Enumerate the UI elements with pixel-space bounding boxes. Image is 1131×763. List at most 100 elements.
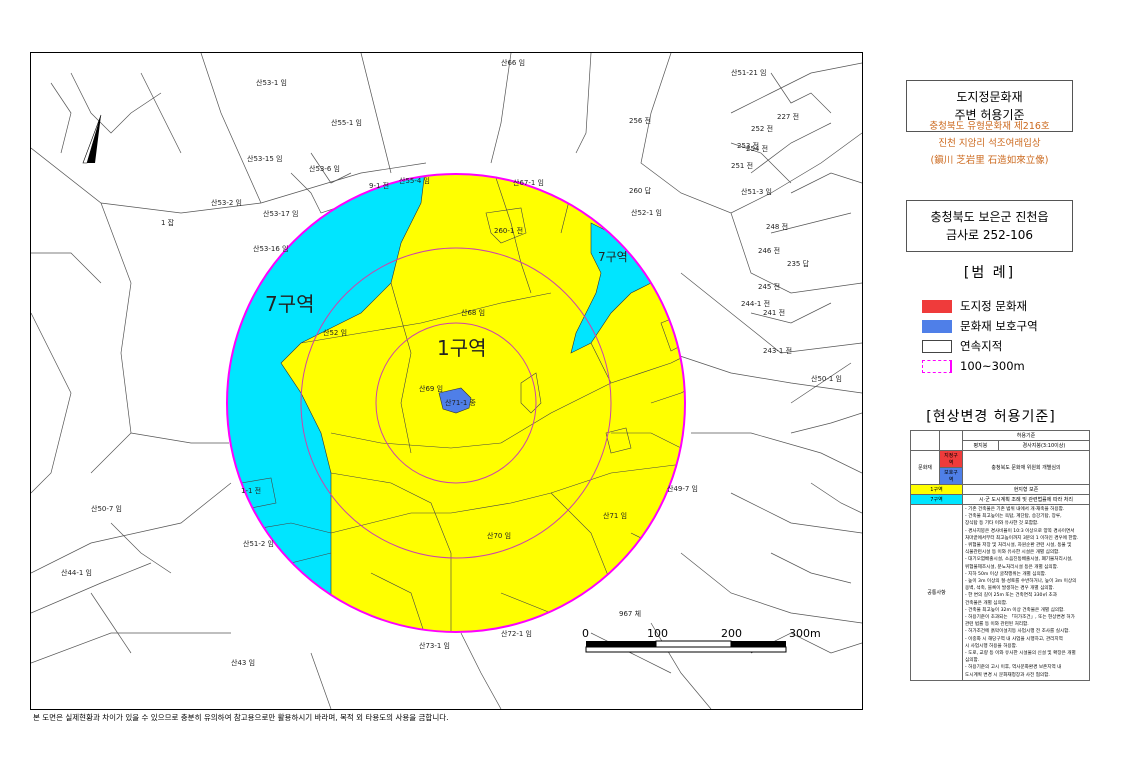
- parcel-label: 243-1 전: [763, 346, 792, 355]
- rules-header: 허용기준: [962, 430, 1090, 441]
- parcel-label: 235 답: [787, 259, 810, 268]
- note-line: - 건축물 최고높이 32m 이상 건축물은 개별 심의함.: [965, 607, 1065, 613]
- parcel-label: 산67-1 임: [513, 178, 544, 187]
- heritage-line-2: 진천 지암리 석조여래입상: [938, 138, 1041, 149]
- parcel-label: 254 전: [746, 144, 768, 153]
- ring-300m: [226, 173, 686, 633]
- parcel-label: 산55-4 임: [399, 176, 430, 185]
- heritage-line-1: 충청북도 유형문화재 제216호: [929, 121, 1050, 132]
- parcel-label: 260 답: [629, 186, 652, 195]
- note-line: - 높이 3m 이상의 절·성토를 수반하거나, 높이 3m 이상의: [965, 579, 1077, 585]
- address-line-1: 충청북도 보은군 진천읍: [930, 210, 1049, 224]
- scale-label-200: 200: [721, 627, 742, 640]
- row-heritage: 문화재: [910, 450, 940, 485]
- parcel-label: 산51-2 임: [243, 539, 274, 548]
- parcel-label: 1-1 전: [241, 486, 261, 495]
- legend-swatch-red: [922, 299, 952, 313]
- legend-item-cadastral: 연속지적: [922, 338, 1002, 354]
- rules-table: 허용기준 평지붕 경사지붕(3:10이상) 문화재 지정구역 충청북도 문화재 …: [910, 430, 1091, 681]
- ring-100m: [375, 322, 537, 484]
- legend-label: 도지정 문화재: [960, 299, 1028, 313]
- parcel-label: 산53-2 임: [211, 198, 242, 207]
- note-line: - 대기오염배출시설, 소음진동배출시설, 폐기물처리시설,: [965, 557, 1073, 563]
- north-arrow-icon: [82, 114, 102, 164]
- note-line: - 허가조건에 흙막이설치등 사업시행 전 조사를 실시함.: [965, 629, 1070, 635]
- note-line: - 위험물 저장 및 처리시설, 자원순환 관련 시설, 동물 및: [965, 543, 1072, 549]
- note-line: - 건축물 최고높이는 옥탑, 계단탑, 승강기탑, 장루,: [965, 514, 1062, 520]
- ring-200m: [300, 247, 612, 559]
- note-line: 관련 법률 등 이와 관련된 처리함.: [965, 622, 1029, 628]
- designated-heritage-site: [438, 387, 472, 414]
- note-line: - 허용기준이 초과되는 「허가조건」, 또는 현상변경 허가: [965, 615, 1075, 621]
- zone7-west-label: 7구역: [265, 292, 315, 316]
- address-box: 충청북도 보은군 진천읍 금사로 252-106: [906, 200, 1073, 252]
- note-line: 식물관련시설 등 이와 유사한 시설은 개별 심의함.: [965, 550, 1060, 556]
- note-line: - 도로, 교량 등 이와 유사한 시설물의 신설 및 확장은 개별: [965, 651, 1076, 657]
- parcel-label: 산66 임: [501, 58, 525, 67]
- note-line: 도시계획 변경 시 문화재청장과 사전 협의함.: [965, 672, 1050, 678]
- zone7-rule: 시·군 도시계획 조례 및 관련법률에 따라 처리: [962, 494, 1090, 505]
- parcel-label: 산55-1 임: [331, 118, 362, 127]
- cadastral-lines: [31, 53, 862, 709]
- note-line: 장식탑 등 기타 이와 유사한 것 포함함.: [965, 521, 1039, 527]
- legend-title: [범 례]: [963, 265, 1016, 281]
- disclaimer-text: 본 도면은 실제현황과 차이가 있을 수 있으므로 충분히 유의하여 참고용으로…: [33, 713, 449, 722]
- heritage-rule: 충청북도 문화재 위원회 개별심의: [962, 450, 1090, 485]
- title-line-1: 도지정문화재: [956, 90, 1023, 104]
- parcel-label: 산51-3 임: [741, 187, 772, 196]
- zone7-east-label: 7구역: [598, 250, 628, 264]
- parcel-label: 산53-16 임: [253, 244, 288, 253]
- parcel-label: 245 전: [758, 282, 780, 291]
- parcel-label: 산53-17 임: [263, 209, 298, 218]
- legend-item-protect: 문화재 보호구역: [922, 318, 1038, 334]
- legend-item-ring: 100~300m: [922, 358, 1025, 374]
- parcel-label: 260-1 전: [494, 226, 523, 235]
- site-label: 산71-1 종: [445, 398, 477, 407]
- legend-swatch-white: [922, 339, 952, 353]
- scale-label-0: 0: [582, 627, 589, 640]
- parcel-label: 산68 임: [461, 308, 485, 317]
- parcel-label: 산69 임: [419, 384, 443, 393]
- parcel-label: 산49-7 임: [667, 484, 698, 493]
- parcel-label: 1 잡: [161, 218, 175, 227]
- parcel-label: 241 전: [763, 308, 785, 317]
- note-line: 건축물은 개별 심의함.: [965, 600, 1008, 606]
- parcel-label: 967 체: [619, 610, 641, 618]
- note-line: - 지하 50m 이상 굴착행위는 개별 심의함.: [965, 571, 1047, 577]
- address-line-2: 금사로 252-106: [945, 228, 1034, 242]
- parcel-label: 산50-7 임: [91, 504, 122, 513]
- parcel-label: 산72-1 임: [501, 629, 532, 638]
- legend-swatch-ring: [922, 359, 952, 373]
- parcel-label: 산52-1 임: [631, 208, 662, 217]
- parcel-label: 산53-15 임: [247, 154, 282, 163]
- common-notes: - 기존 건축물은 기존 범위 내에서 개·재축을 허용함.- 건축물 최고높이…: [962, 504, 1090, 681]
- parcel-label: 산50-1 임: [811, 374, 842, 383]
- note-line: - 경사지붕은 경사비율이 10:3 이상으로 양쪽 경사이면서: [965, 528, 1075, 534]
- note-line: 시 사업시행 허용을 허용함.: [965, 643, 1018, 649]
- common-label: 공통사항: [910, 504, 963, 681]
- parcel-label: 산73-1 임: [419, 641, 450, 650]
- parcel-label: 9-1 전: [369, 181, 389, 190]
- note-line: 옹벽, 석축, 블록이 발생하는 경우 개별 심의함.: [965, 586, 1055, 592]
- parcel-label: 산44-1 임: [61, 568, 92, 577]
- col-slope: 경사지붕(3:10이상): [997, 440, 1091, 451]
- parcel-label: 산43 임: [231, 658, 255, 667]
- parcel-label: 251 전: [731, 161, 753, 170]
- parcel-label: 산53-1 임: [256, 78, 287, 87]
- parcel-label: 산70 임: [487, 531, 511, 540]
- title-line-2: 주변 허용기준: [954, 108, 1025, 122]
- legend-label: 연속지적: [960, 339, 1003, 353]
- title-box: 도지정문화재 주변 허용기준: [906, 80, 1073, 132]
- info-panel: 도지정문화재 주변 허용기준 충청북도 유형문화재 제216호 진천 지암리 석…: [870, 52, 1102, 708]
- note-line: - 허용기준의 고시 이후, 역사문화환경 보존지역 내: [965, 665, 1062, 671]
- legend-label: 문화재 보호구역: [960, 319, 1038, 333]
- col-flat: 평지붕: [962, 440, 999, 451]
- parcel-label: 256 전: [629, 116, 651, 125]
- parcel-label: 252 전: [751, 124, 773, 133]
- parcel-label: 246 전: [758, 246, 780, 255]
- note-line: - 한 변의 길이 25m 또는 건축면적 330㎡ 초과: [965, 593, 1057, 599]
- parcel-label: 산71 임: [603, 511, 627, 520]
